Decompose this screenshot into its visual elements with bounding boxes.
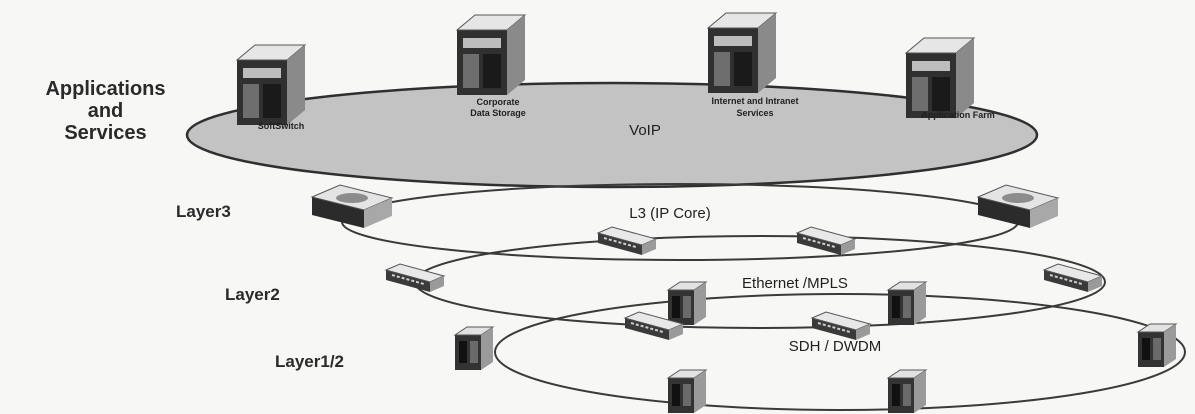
layer3-router-left-icon xyxy=(311,184,393,229)
layer3-ring xyxy=(341,183,1019,261)
mux-icon-l2-left xyxy=(667,281,707,326)
layer1-2-label: Layer1/2 xyxy=(275,352,344,371)
switch-icon-4 xyxy=(811,311,871,341)
l3-ip-core-label: L3 (IP Core) xyxy=(629,205,710,222)
softswitch-server-icon xyxy=(236,44,306,126)
layer3-router-right-icon xyxy=(977,184,1059,229)
layer3-label: Layer3 xyxy=(176,202,231,221)
server-caption-softswitch: SoftSwitch xyxy=(258,121,305,131)
applications-label-line3: Services xyxy=(64,122,147,144)
applications-and-services-label: Applications and Services xyxy=(8,78,203,144)
voip-label: VoIP xyxy=(629,122,661,139)
services-ellipse xyxy=(185,81,1039,189)
mux-icon-l1-right xyxy=(1137,323,1177,368)
mux-icon-l1-bottom-right xyxy=(887,369,927,414)
application-farm-server-icon xyxy=(905,37,975,119)
layer1-ring xyxy=(494,293,1186,411)
server-caption-internet-1: Internet and Intranet xyxy=(711,96,798,106)
sdh-dwdm-label: SDH / DWDM xyxy=(789,338,882,355)
server-caption-application-farm: Application Farm xyxy=(921,110,995,120)
server-caption-corporate-1: Corporate xyxy=(476,97,519,107)
mux-icon-l1-bottom-left xyxy=(667,369,707,414)
mux-icon-l2-right xyxy=(887,281,927,326)
internet-services-server-icon xyxy=(707,12,777,94)
switch-icon-1 xyxy=(597,226,657,256)
layer2-label: Layer2 xyxy=(225,285,280,304)
layer2-switch-left-icon xyxy=(385,263,445,293)
corporate-storage-server-icon xyxy=(456,14,526,96)
switch-icon-2 xyxy=(796,226,856,256)
applications-label-line2: and xyxy=(87,100,124,122)
mux-icon-l1-left xyxy=(454,326,494,371)
applications-label-line1: Applications xyxy=(45,78,166,100)
layer2-switch-right-icon xyxy=(1043,263,1103,293)
server-caption-internet-2: Services xyxy=(736,108,773,118)
server-caption-corporate-2: Data Storage xyxy=(470,108,526,118)
ethernet-mpls-label: Ethernet /MPLS xyxy=(742,275,848,292)
